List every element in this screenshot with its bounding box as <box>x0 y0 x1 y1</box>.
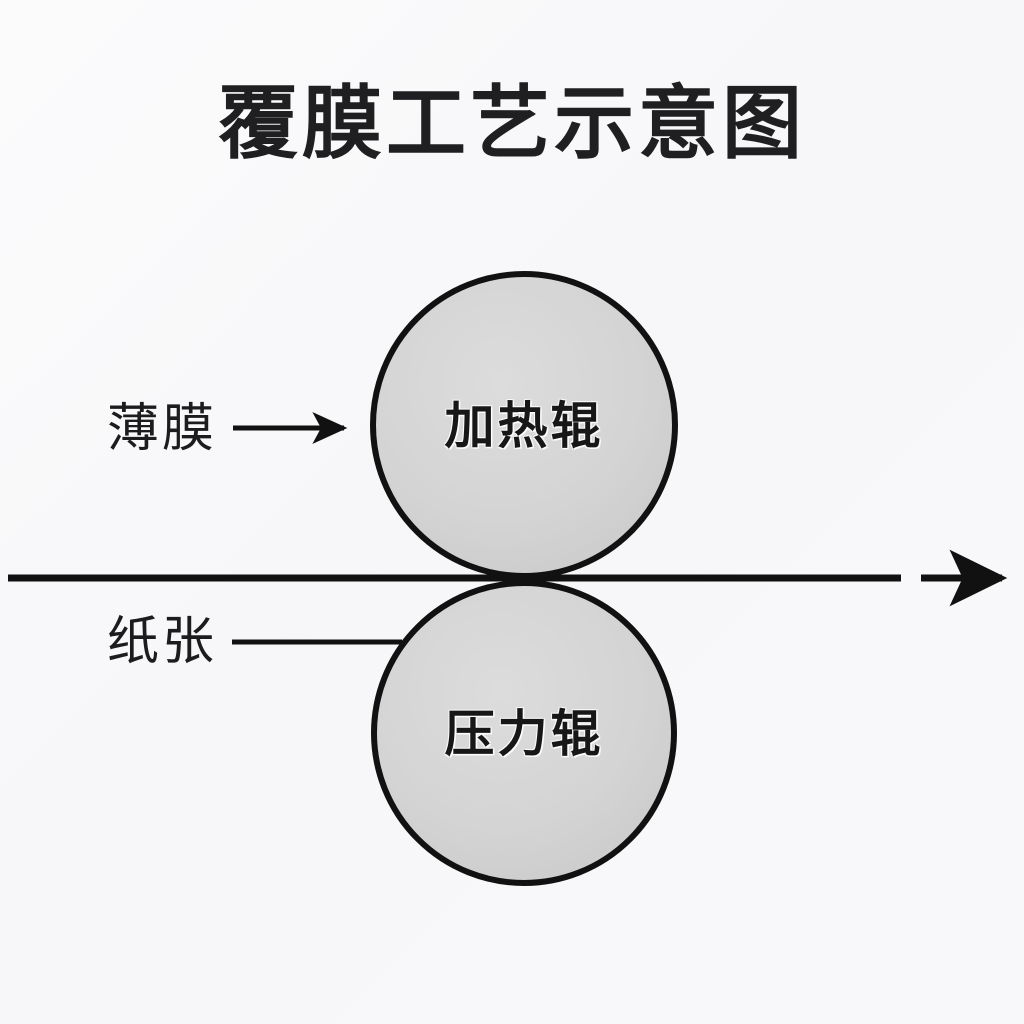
heated-roller-label: 加热辊 <box>444 398 604 454</box>
film-label: 薄膜 <box>107 400 218 458</box>
pressure-roller-circle <box>371 580 677 886</box>
page-title: 覆膜工艺示意图 <box>218 79 806 168</box>
paper-label: 纸张 <box>107 613 218 671</box>
pressure-roller-label: 压力辊 <box>444 706 604 762</box>
